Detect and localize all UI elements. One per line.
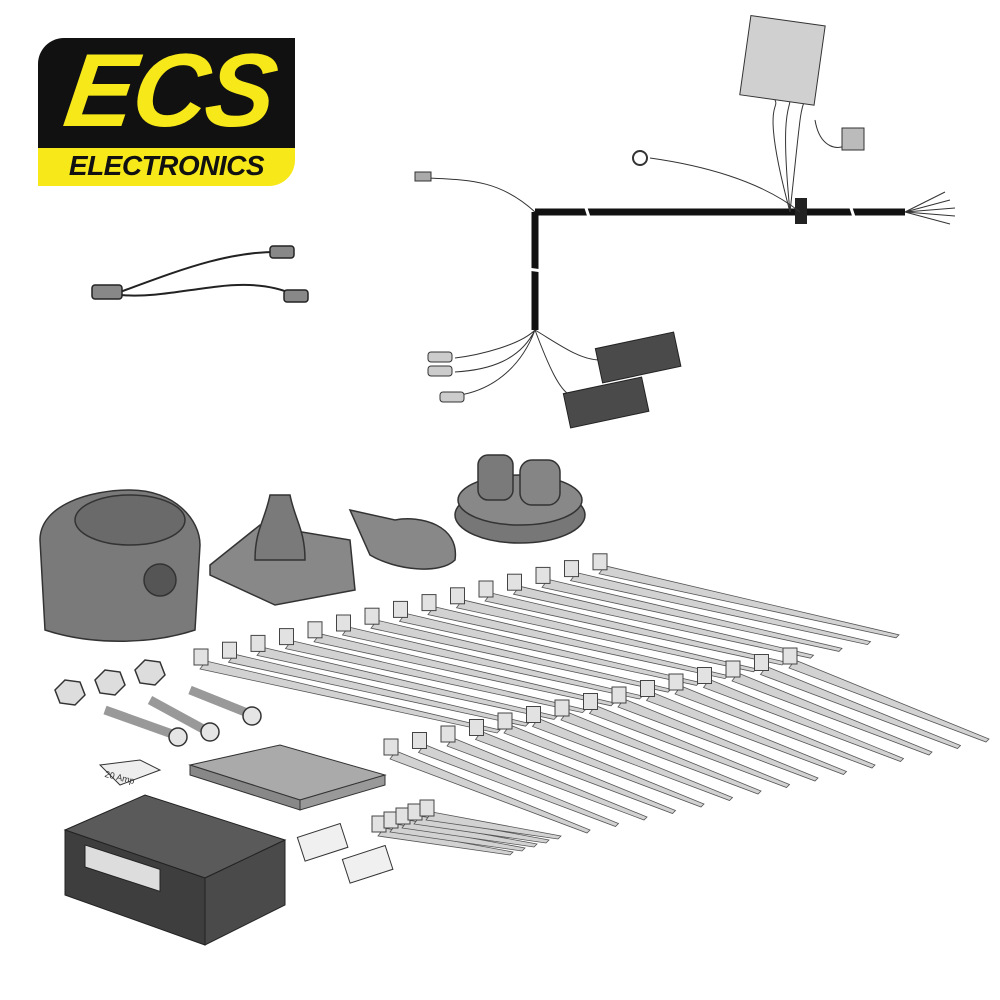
cable-tie (725, 660, 933, 756)
large-grommet (454, 454, 586, 544)
cable-tie (393, 600, 701, 686)
cable-tie (497, 712, 705, 808)
cable-tie (419, 799, 562, 840)
cable-tie (450, 587, 758, 673)
cable-tie (611, 686, 819, 782)
cable-tie (469, 719, 677, 814)
cable-tie (668, 673, 876, 769)
cable-tie (754, 654, 962, 749)
adhesive-pad (188, 744, 387, 811)
adapter-cable (91, 245, 309, 303)
cable-tie (526, 706, 734, 801)
ring-terminal (632, 150, 648, 166)
cable-tie (412, 732, 620, 827)
cable-tie (250, 634, 558, 720)
harness-clip (795, 198, 807, 224)
socket-gasket (209, 494, 356, 606)
cable-tie (440, 725, 648, 821)
ecu-connector-block (739, 14, 865, 151)
cable-tie (592, 553, 900, 639)
ecs-electronics-logo: ECS ELECTRONICS (38, 33, 295, 186)
spade-terminals (427, 351, 465, 403)
logo-bottom-strip: ELECTRONICS (38, 148, 295, 186)
cable-tie (564, 560, 872, 646)
cable-tie (697, 667, 905, 762)
cable-grommet (348, 508, 457, 570)
cable-tie (507, 573, 815, 659)
cable-tie (554, 699, 762, 795)
bolts (103, 685, 262, 747)
cable-tie (364, 607, 672, 693)
cable-tie (193, 648, 501, 734)
cable-tie (478, 580, 786, 666)
cable-tie (640, 680, 848, 775)
fuse-20-amp: 20 Amp (98, 759, 162, 786)
cable-tie (222, 641, 530, 727)
towbar-socket (39, 489, 201, 642)
control-module (63, 794, 287, 946)
small-connectors (296, 822, 394, 884)
vehicle-plug-connectors (562, 331, 682, 429)
main-wiring-harness (414, 14, 956, 429)
logo-top-panel: ECS (38, 33, 295, 149)
cable-tie (383, 738, 591, 834)
cable-tie (535, 566, 843, 652)
spade-terminal (414, 171, 432, 182)
cable-tie (336, 614, 644, 700)
cable-tie (583, 693, 791, 788)
cable-ties (193, 553, 990, 856)
cable-tie (421, 594, 729, 680)
logo-subtitle: ELECTRONICS (68, 150, 265, 181)
cable-tie (307, 621, 615, 707)
cable-tie (279, 628, 587, 714)
cable-tie (782, 647, 990, 743)
nuts (54, 659, 166, 706)
